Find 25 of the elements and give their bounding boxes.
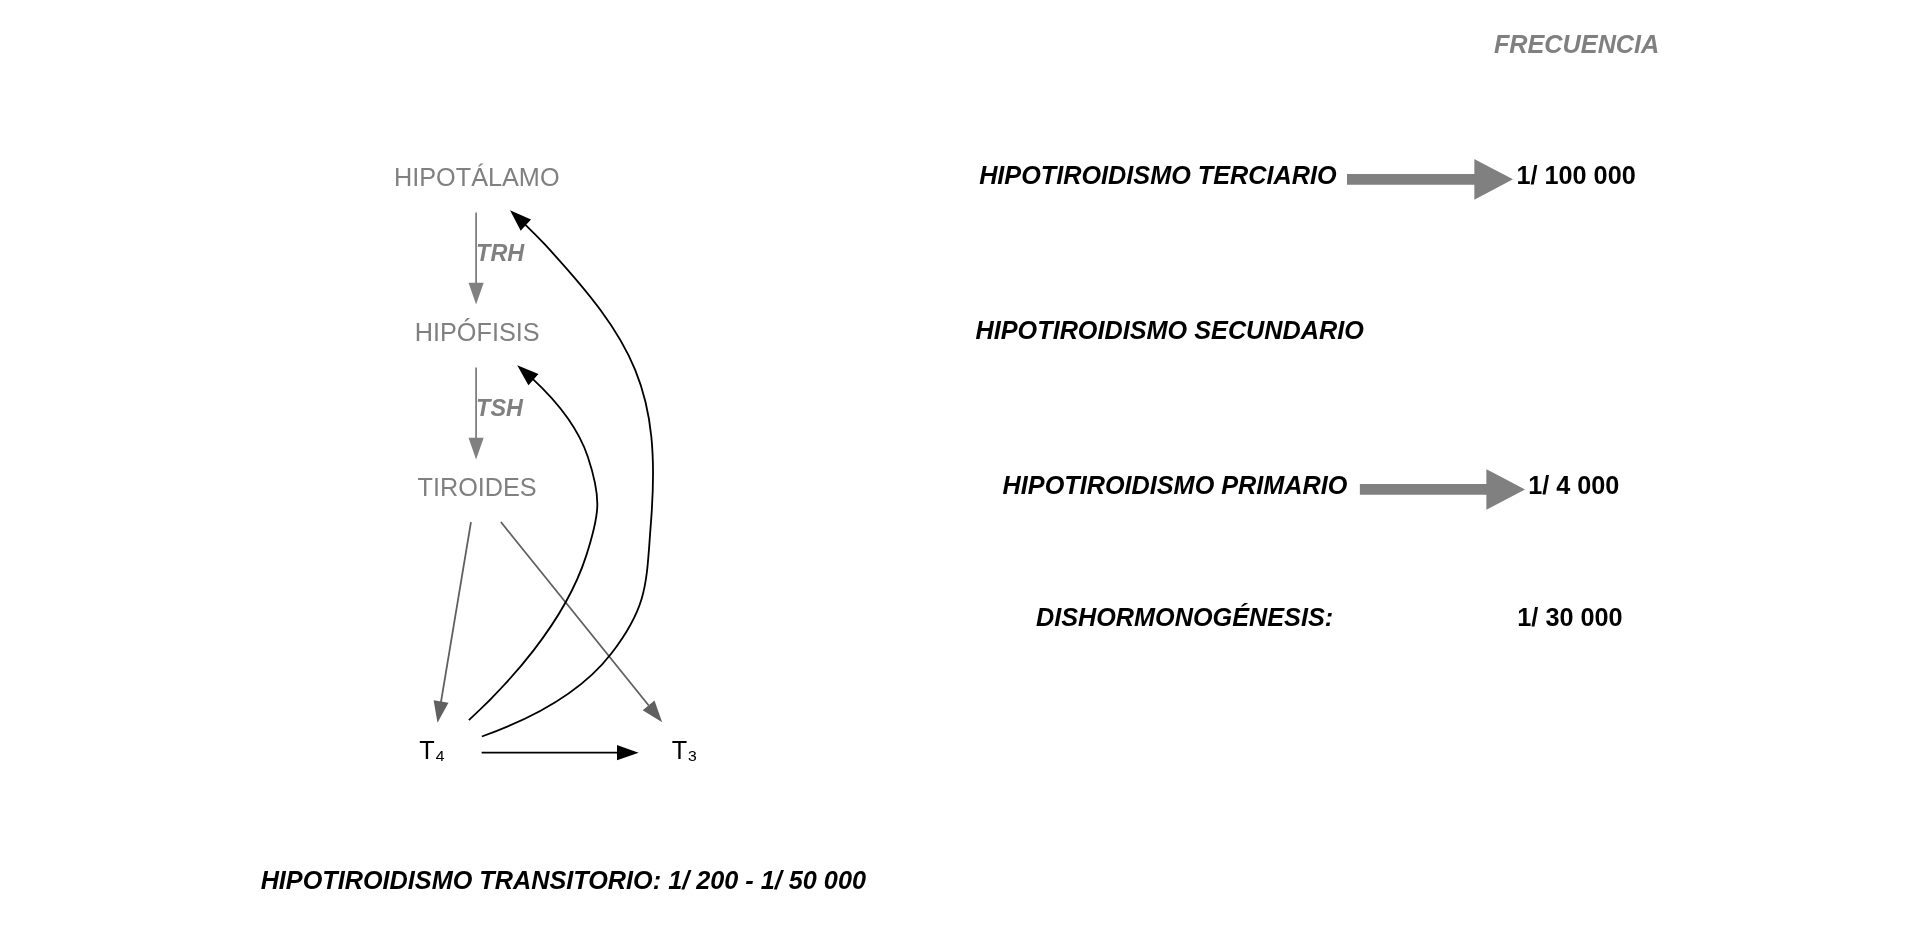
node-text: 1/ 100 000 — [1516, 161, 1636, 190]
edge-label: TRH — [476, 240, 525, 267]
label: FRECUENCIA — [1493, 29, 1660, 58]
edge-label: TSH — [476, 395, 523, 422]
node-text: TIROIDES — [417, 473, 537, 502]
node-text: T₃ — [671, 736, 698, 765]
label: DISHORMONOGÉNESIS: — [1035, 602, 1334, 631]
arrow — [468, 365, 599, 722]
arrow — [480, 210, 654, 738]
arrow — [1359, 469, 1526, 510]
node-text: T₄ — [419, 736, 446, 765]
label: 1/ 30 000 — [1517, 602, 1623, 631]
node-text: HIPOTIROIDISMO PRIMARIO — [1002, 471, 1348, 500]
node-text: 1/ 4 000 — [1528, 471, 1620, 500]
node-text: HIPÓFISIS — [414, 318, 540, 347]
node-text: HIPOTIROIDISMO TERCIARIO — [979, 161, 1337, 190]
arrow — [500, 521, 663, 723]
arrow — [1347, 159, 1513, 200]
arrow — [468, 211, 484, 305]
arrow — [468, 366, 484, 460]
label: HIPOTIROIDISMO SECUNDARIO — [975, 316, 1364, 345]
node-text: HIPOTÁLAMO — [394, 162, 560, 191]
arrow — [480, 745, 639, 761]
arrow — [433, 521, 472, 723]
label: HIPOTIROIDISMO TRANSITORIO: 1/ 200 - 1/ 50 000 — [260, 866, 866, 895]
